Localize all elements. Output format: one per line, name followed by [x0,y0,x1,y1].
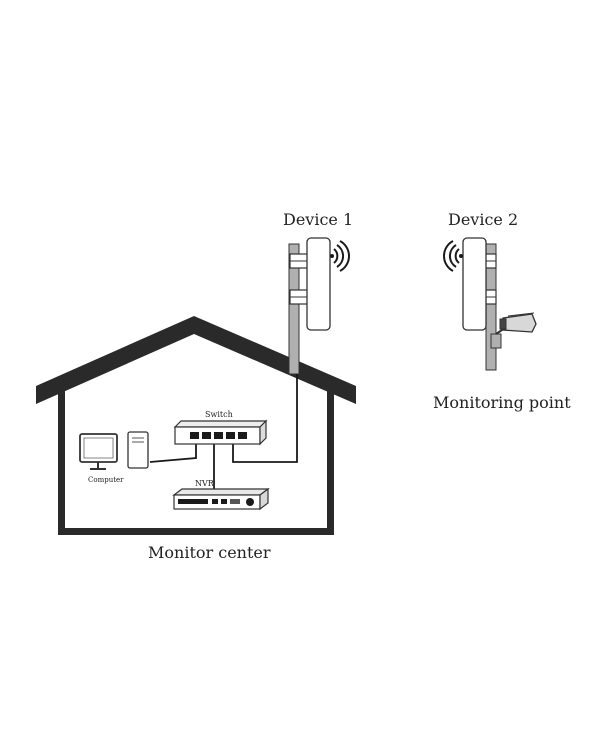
device-1: Device 1 [283,210,353,375]
computer-tower-icon [127,431,149,469]
nvr-label: NVR [195,479,215,488]
computer-label: Computer [88,476,124,484]
camera-mount [490,333,502,349]
cable-switch-to-computer [149,442,197,463]
device-2-wifi-signal-icon [443,240,463,272]
network-switch: Switch [173,410,268,446]
device-2-radio [462,237,487,331]
device-1-wifi-signal-icon [330,240,350,272]
security-camera-icon [499,312,537,333]
device-2: Device 2 Monitoring point [433,210,571,412]
device-1-pole [288,243,300,375]
device-1-radio [306,237,331,331]
computer: Computer [79,431,149,484]
monitor-center-label: Monitor center [148,543,271,562]
switch-label: Switch [205,410,233,419]
device-2-label: Device 2 [448,210,518,229]
switch-ports [190,432,247,439]
device-1-label: Device 1 [283,210,353,229]
network-cables [149,374,298,489]
nvr-recorder: NVR [172,479,270,511]
monitoring-point-label: Monitoring point [433,393,571,412]
house-walls [58,391,334,535]
cable-switch-to-device-1 [232,374,298,463]
